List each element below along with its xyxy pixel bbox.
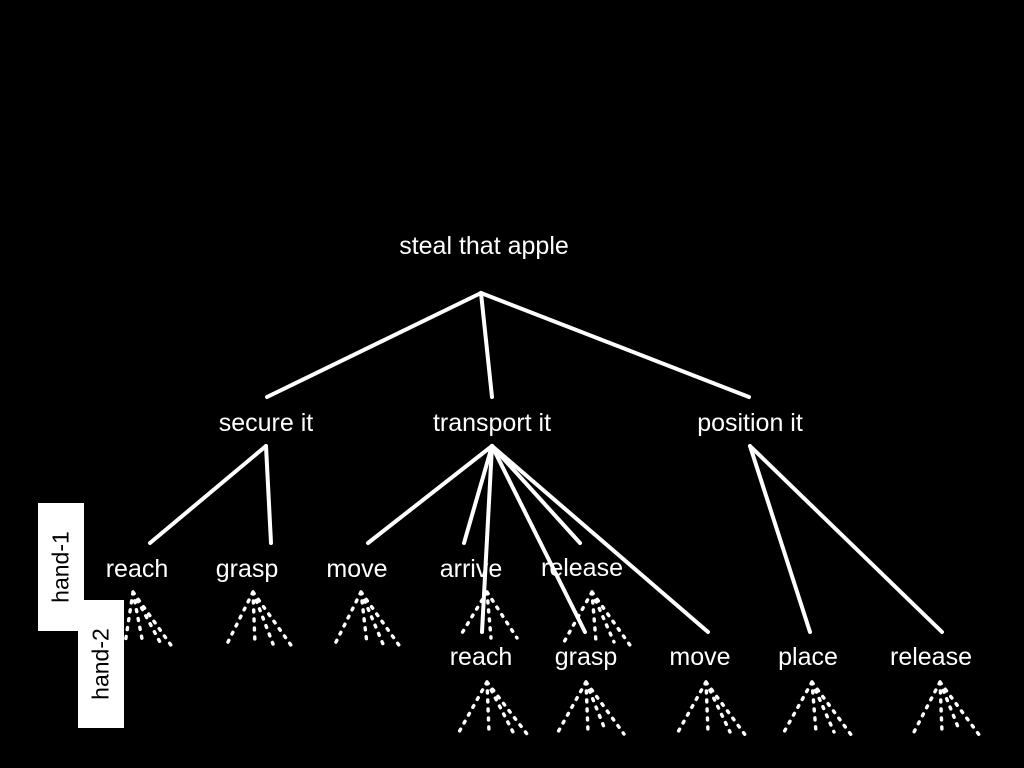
edge-transport-h1-release — [490, 444, 582, 545]
edges — [148, 291, 944, 634]
subtree-fans — [123, 590, 982, 738]
fan-h2-grasp — [556, 680, 626, 736]
edge-transport-h2-reach — [480, 444, 494, 634]
root-node-label: steal that apple — [399, 232, 569, 260]
fan-h1-move — [333, 590, 403, 650]
fan-h1-grasp — [225, 590, 295, 650]
node-h2-reach: reach — [450, 643, 513, 671]
edge-secure-grasp — [264, 444, 273, 545]
hand-2-row-tab: hand-2 — [78, 600, 124, 728]
node-labels: steal that apple secure it transport it … — [106, 232, 972, 671]
node-secure-it: secure it — [219, 409, 314, 437]
fan-h2-reach — [457, 680, 529, 736]
edge-root-position — [479, 291, 751, 399]
fan-h1-reach — [123, 590, 175, 650]
edge-transport-h2-grasp — [490, 444, 587, 634]
node-h1-grasp: grasp — [216, 555, 279, 583]
node-position-it: position it — [697, 409, 803, 437]
edge-transport-h2-move — [490, 444, 710, 634]
edge-secure-reach — [148, 444, 268, 545]
node-transport-it: transport it — [433, 409, 551, 437]
edge-transport-h1-arrive — [462, 444, 494, 545]
edge-position-release — [748, 444, 944, 634]
node-h2-place: place — [778, 643, 838, 671]
node-h1-reach: reach — [106, 555, 169, 583]
node-h1-release: release — [541, 554, 623, 582]
hand-1-row-tab: hand-1 — [38, 503, 84, 631]
fan-h1-release — [562, 590, 634, 650]
fan-h2-place — [782, 680, 854, 738]
edge-transport-h1-move — [366, 444, 494, 545]
edge-position-place — [748, 444, 812, 634]
fan-h2-move — [676, 680, 748, 738]
node-h1-move: move — [326, 555, 387, 583]
node-h1-arrive: arrive — [440, 555, 503, 583]
fan-h1-arrive — [457, 590, 519, 640]
edge-root-transport — [479, 291, 494, 399]
node-h2-grasp: grasp — [555, 643, 618, 671]
node-h2-release: release — [890, 643, 972, 671]
fan-h2-release — [912, 680, 982, 738]
edge-root-secure — [265, 291, 483, 399]
node-h2-move: move — [669, 643, 730, 671]
